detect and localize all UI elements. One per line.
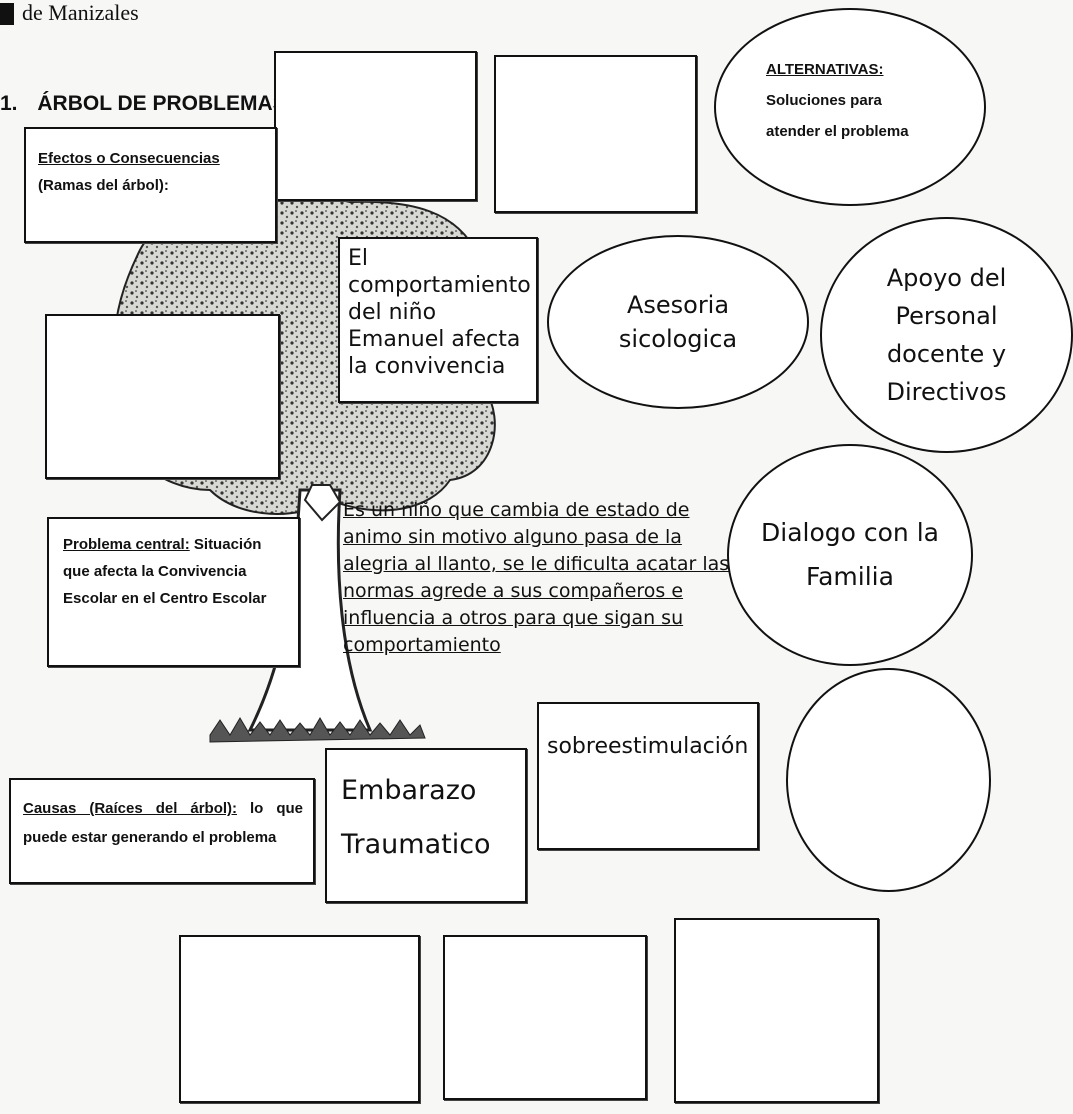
- alternatives-line2: atender el problema: [766, 123, 909, 140]
- alternatives-line1: Soluciones para: [766, 92, 882, 109]
- effects-subheading: (Ramas del árbol):: [38, 177, 169, 194]
- institution-name: de Manizales: [22, 0, 139, 25]
- alternative-text-3: Dialogo con la Familia: [761, 518, 939, 591]
- bottom-box-3: [674, 918, 879, 1103]
- alternative-ellipse-2: Apoyo del Personal docente y Directivos: [820, 217, 1073, 453]
- tree-grass: [209, 717, 426, 743]
- causes-label-rest: lo que puede estar generando el problema: [23, 800, 303, 846]
- effect-box-3: [45, 314, 280, 479]
- bottom-box-2: [443, 935, 647, 1100]
- causes-label-box: Causas (Raíces del árbol): lo que puede …: [9, 778, 315, 884]
- central-problem-description: Es un niño que cambia de estado de animo…: [343, 497, 735, 697]
- section-title: 1. ÁRBOL DE PROBLEMAS:: [0, 92, 294, 116]
- cause-box-1: Embarazo Traumatico: [325, 748, 527, 903]
- cause-text-2: sobreestimulación: [547, 734, 749, 759]
- effects-label-box: Efectos o Consecuencias (Ramas del árbol…: [24, 127, 277, 243]
- central-problem-answer: El comportamiento del niño Emanuel afect…: [348, 246, 531, 379]
- cause-text-1: Embarazo Traumatico: [341, 775, 491, 860]
- effect-box-1: [274, 51, 477, 201]
- effect-box-2: [494, 55, 697, 213]
- section-title-text: ÁRBOL DE PROBLEMAS:: [37, 92, 294, 115]
- header-logo-mark: [0, 3, 14, 25]
- tree-trunk-hollow: [303, 484, 342, 522]
- alternatives-heading: ALTERNATIVAS:: [766, 61, 884, 78]
- alternative-ellipse-1: Asesoria sicologica: [547, 235, 809, 409]
- central-problem-answer-box: El comportamiento del niño Emanuel afect…: [338, 237, 538, 403]
- central-problem-description-text: Es un niño que cambia de estado de animo…: [343, 499, 730, 656]
- bottom-box-1: [179, 935, 420, 1103]
- alternative-ellipse-4: [786, 668, 991, 892]
- central-problem-label: Problema central:: [63, 536, 190, 553]
- central-problem-label-box: Problema central: Situación que afecta l…: [47, 517, 300, 667]
- cause-box-2: sobreestimulación: [537, 702, 759, 850]
- causes-label: Causas (Raíces del árbol):: [23, 800, 238, 817]
- section-number: 1.: [0, 92, 18, 115]
- alternative-text-2: Apoyo del Personal docente y Directivos: [886, 264, 1007, 406]
- alternative-text-1: Asesoria sicologica: [618, 291, 738, 353]
- central-problem-label-rest: Situación que afecta la Convivencia Esco…: [63, 536, 267, 607]
- alternatives-ellipse: ALTERNATIVAS: Soluciones para atender el…: [714, 8, 986, 206]
- effects-heading: Efectos o Consecuencias: [38, 150, 220, 167]
- alternative-ellipse-3: Dialogo con la Familia: [727, 444, 973, 666]
